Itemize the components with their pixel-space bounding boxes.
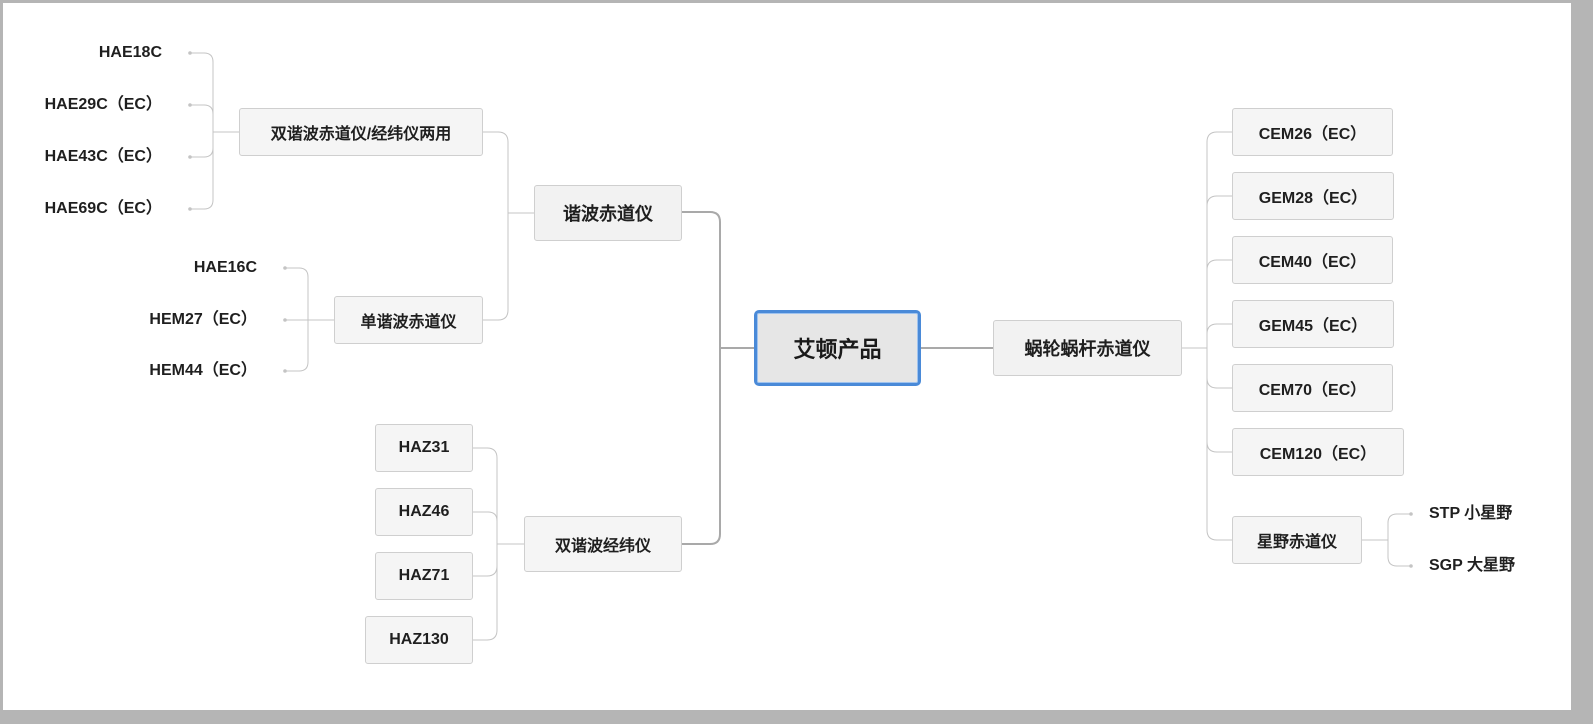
leaf-dot [283,266,287,270]
node-label: 蜗轮蜗杆赤道仪 [1024,339,1151,359]
model-box[interactable]: HAZ71 [375,552,473,600]
node-star-field[interactable]: 星野赤道仪 [1232,516,1362,564]
model-box[interactable]: GEM28（EC） [1232,172,1394,220]
connector-starfield-leaves [1361,513,1412,567]
leaf-dot [283,318,287,322]
node-single-harmonic[interactable]: 单谐波赤道仪 [334,296,483,344]
connector-root-altaz [681,347,721,545]
node-label: 谐波赤道仪 [563,204,653,224]
model-label: HAZ71 [398,567,450,584]
node-label: 星野赤道仪 [1256,534,1337,551]
model-label: CEM26（EC） [1258,126,1367,143]
leaf-dot [188,207,192,211]
node-worm-equatorial[interactable]: 蜗轮蜗杆赤道仪 [993,320,1182,376]
leaf-model[interactable]: STP 小星野 [1429,505,1513,522]
connector-harmonic-dual [482,131,535,214]
model-box[interactable]: HAZ130 [365,616,473,664]
connector-altaz-leaves [472,447,525,641]
connector-single-leaves [284,267,335,372]
leaf-dot [1409,512,1413,516]
leaf-model[interactable]: HAE43C（EC） [44,148,162,165]
model-box[interactable]: HAZ31 [375,424,473,472]
model-label: CEM40（EC） [1258,254,1367,271]
model-box[interactable]: CEM70（EC） [1232,364,1393,412]
node-dual-purpose[interactable]: 双谐波赤道仪/经纬仪两用 [239,108,483,156]
connector-worm-leaves [1181,131,1233,541]
leaf-model[interactable]: HAE18C [98,44,162,61]
leaf-model[interactable]: HAE29C（EC） [44,96,162,113]
leaf-model[interactable]: SGP 大星野 [1429,557,1515,574]
leaf-dot [188,51,192,55]
model-box[interactable]: HAZ46 [375,488,473,536]
model-label: GEM28（EC） [1258,190,1368,207]
leaf-dot [188,103,192,107]
model-label: HAZ130 [389,631,449,648]
leaf-dot [283,369,287,373]
connector-root-harmonic [681,211,755,349]
leaf-model[interactable]: HEM44（EC） [149,362,257,379]
node-label: 双谐波经纬仪 [554,538,651,555]
model-label: HAZ46 [398,503,450,520]
leaf-model[interactable]: HAE16C [193,259,257,276]
model-label: GEM45（EC） [1258,318,1368,335]
model-label: HAZ31 [398,439,450,456]
leaf-model[interactable]: HAE69C（EC） [44,200,162,217]
leaf-dot [188,155,192,159]
node-harmonic-equatorial[interactable]: 谐波赤道仪 [534,185,682,241]
model-box[interactable]: CEM40（EC） [1232,236,1393,284]
model-box[interactable]: CEM26（EC） [1232,108,1393,156]
root-node[interactable]: 艾顿产品 [754,310,921,386]
connector-dual-leaves [189,52,240,210]
leaf-dots [188,51,1413,568]
node-altaz[interactable]: 双谐波经纬仪 [524,516,682,572]
model-label: CEM70（EC） [1258,382,1367,399]
model-label: CEM120（EC） [1259,446,1377,463]
leaf-model[interactable]: HEM27（EC） [149,311,257,328]
root-label: 艾顿产品 [793,337,882,362]
node-label: 双谐波赤道仪/经纬仪两用 [270,126,452,143]
model-box[interactable]: CEM120（EC） [1232,428,1404,476]
node-label: 单谐波赤道仪 [360,314,457,331]
connector-harmonic-single [482,212,509,321]
leaf-dot [1409,564,1413,568]
model-box[interactable]: GEM45（EC） [1232,300,1394,348]
